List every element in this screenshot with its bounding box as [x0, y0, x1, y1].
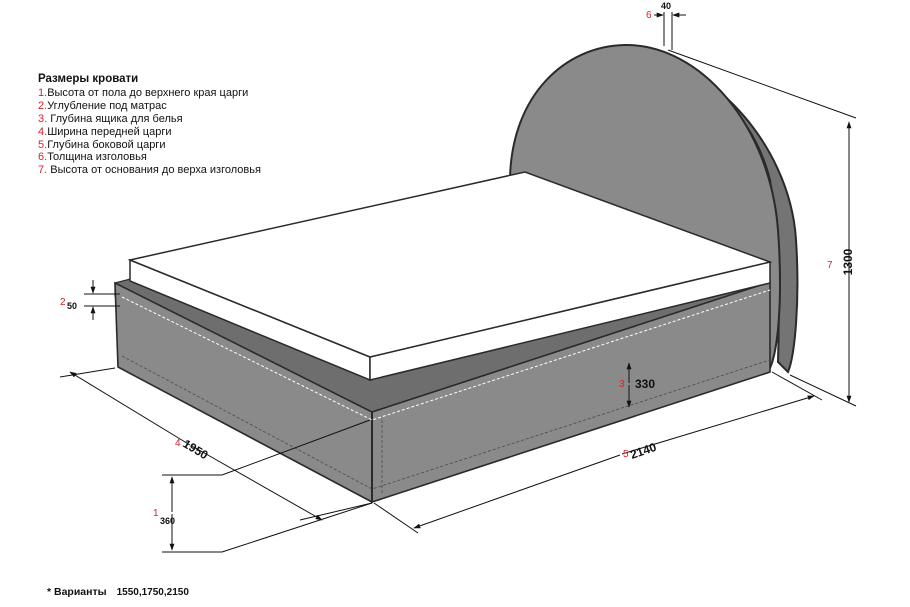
dim-7-value: 1300 — [841, 248, 855, 275]
dim-6-value: 40 — [661, 1, 671, 11]
dimension-2: 2 50 — [60, 280, 120, 320]
dim-3-value: 330 — [635, 377, 655, 391]
dim-1-value: 360 — [160, 516, 175, 526]
legend-title: Размеры кровати — [38, 73, 139, 85]
legend-item: 4.Ширина передней царги — [38, 125, 172, 138]
variants-label: * Варианты — [47, 586, 107, 598]
mattress — [127, 171, 773, 382]
dim-2-marker: 2 — [60, 297, 66, 308]
dimensions-legend: Размеры кровати 1.Высота от пола до верх… — [38, 73, 261, 177]
variants-note: * Варианты 1550,1750,2150 — [47, 586, 189, 598]
dimension-6: 6 40 — [646, 1, 686, 50]
legend-item: 5.Глубина боковой царги — [38, 138, 166, 151]
legend-item: 2.Углубление под матрас — [38, 99, 167, 112]
dimension-7: 7 1300 — [667, 49, 857, 407]
mattress-top — [127, 171, 773, 358]
dim-2-value: 50 — [67, 301, 77, 311]
dim-1-marker: 1 — [153, 508, 159, 519]
dim-5-marker: 5 — [623, 449, 629, 460]
legend-item: 3. Глубина ящика для белья — [38, 112, 183, 125]
dim-6-marker: 6 — [646, 10, 652, 21]
dim-4-marker: 4 — [175, 438, 181, 449]
legend-item: 7. Высота от основания до верха изголовь… — [38, 164, 261, 177]
legend-item: 1.Высота от пола до верхнего края царги — [38, 86, 249, 99]
dim-4-value: 1950 — [180, 437, 210, 463]
dimension-1: 1 360 — [153, 419, 373, 553]
legend-item: 6.Толщина изголовья — [38, 151, 147, 164]
dim-7-marker: 7 — [827, 260, 833, 271]
variants-values: 1550,1750,2150 — [116, 587, 189, 598]
dim-5-value: 2140 — [628, 440, 658, 462]
dimension-3: 3 330 — [619, 362, 655, 408]
dim-3-marker: 3 — [619, 379, 625, 390]
